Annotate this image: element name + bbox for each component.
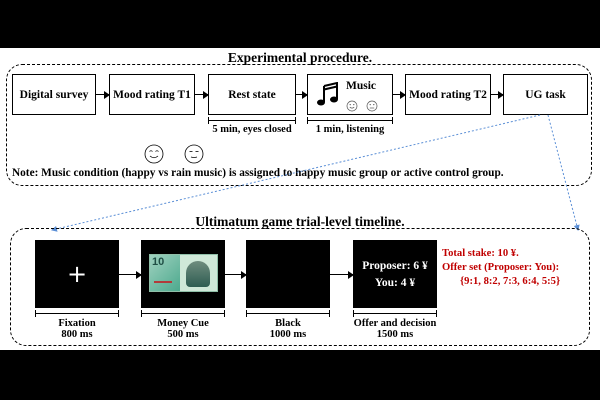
music-duration: 1 min, listening	[315, 124, 385, 135]
money-cue-duration: 500 ms	[167, 329, 199, 340]
fixation-cross: +	[66, 260, 88, 288]
money-cue-bracket	[141, 310, 225, 317]
arrow	[393, 89, 406, 100]
fixation-label: Fixation	[58, 318, 96, 329]
money-cue-label: Money Cue	[157, 318, 209, 329]
offer-label: Offer and decision	[353, 318, 437, 329]
procedure-note: Note: Music condition (happy vs rain mus…	[12, 167, 504, 179]
arrow	[330, 269, 354, 280]
arrow	[491, 89, 504, 100]
banknote-image: 10	[149, 254, 218, 292]
step-mood-rating-t1: Mood rating T1	[109, 74, 195, 115]
timeline-title: Ultimatum game trial-level timeline.	[195, 214, 405, 229]
step-digital-survey: Digital survey	[12, 74, 96, 115]
offer-bracket	[353, 310, 437, 317]
music-duration-bracket	[307, 117, 393, 124]
timeline-frame	[10, 228, 590, 346]
offer-screen: Proposer: 6 ¥ You: 4 ¥	[353, 240, 437, 308]
music-note-icon	[317, 82, 338, 106]
step-mood-rating-t2: Mood rating T2	[405, 74, 491, 115]
step-music-label: Music	[346, 80, 377, 92]
arrow	[96, 89, 110, 100]
step-ug-task: UG task	[503, 74, 588, 115]
happy-face-icon	[346, 100, 358, 112]
procedure-title: Experimental procedure.	[227, 50, 373, 65]
money-cue-screen: 10	[141, 240, 225, 308]
total-stake: Total stake: 10 ¥.	[442, 248, 519, 259]
happy-face-icon	[144, 144, 164, 164]
fixation-duration: 800 ms	[61, 329, 93, 340]
figure-canvas: Experimental procedure. Digital survey M…	[0, 48, 600, 350]
black-bracket	[246, 310, 330, 317]
offer-you: You: 4 ¥	[374, 277, 416, 289]
calm-face-icon	[184, 144, 204, 164]
rest-duration: 5 min, eyes closed	[212, 124, 292, 135]
offer-proposer: Proposer: 6 ¥	[362, 260, 428, 272]
banknote-value: 10	[152, 256, 165, 268]
offer-duration: 1500 ms	[376, 329, 414, 340]
arrow	[296, 89, 308, 100]
step-rest-state: Rest state	[208, 74, 296, 115]
fixation-screen: +	[35, 240, 119, 308]
rest-duration-bracket	[208, 117, 296, 124]
offer-set-label: Offer set (Proposer: You):	[442, 262, 560, 273]
black-duration: 1000 ms	[269, 329, 307, 340]
arrow	[119, 269, 142, 280]
step-music: Music	[307, 74, 393, 115]
arrow	[225, 269, 247, 280]
black-screen	[246, 240, 330, 308]
arrow	[195, 89, 209, 100]
neutral-face-icon	[366, 100, 378, 112]
fixation-bracket	[35, 310, 119, 317]
offer-set: {9:1, 8:2, 7:3, 6:4, 5:5}	[460, 276, 561, 287]
black-label: Black	[275, 318, 301, 329]
